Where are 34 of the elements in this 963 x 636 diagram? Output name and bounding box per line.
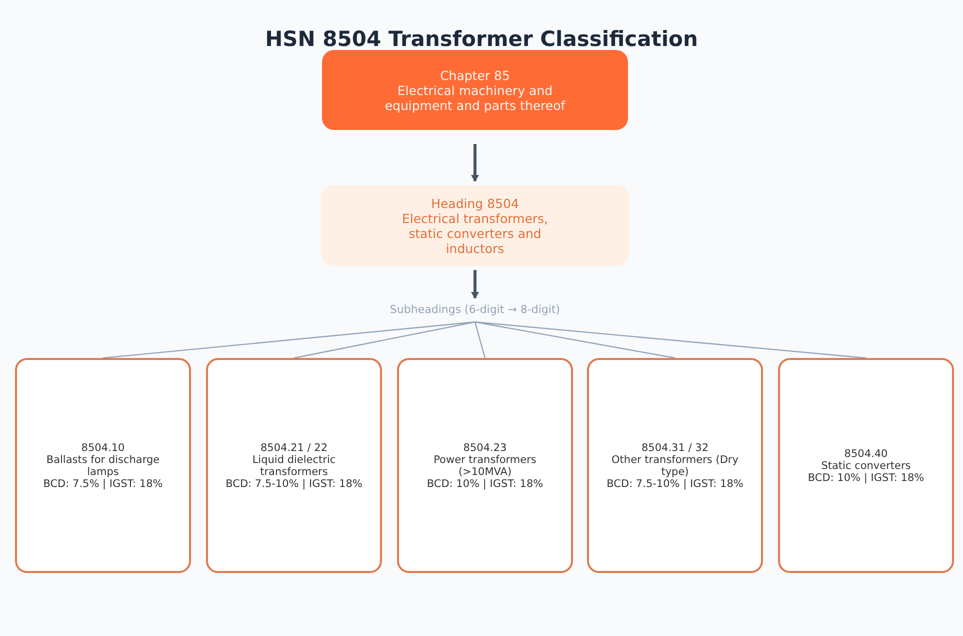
node-title: 8504.31 / 32 — [642, 442, 708, 454]
arrow — [471, 144, 479, 182]
node-text: Other transformers (Dry type) — [610, 454, 740, 478]
node-text: BCD: 10% | IGST: 18% — [426, 478, 544, 490]
node-text: BCD: 7.5-10% | IGST: 18% — [606, 478, 744, 490]
node-text: BCD: 10% | IGST: 18% — [808, 472, 924, 484]
node-text: BCD: 7.5% | IGST: 18% — [43, 478, 163, 490]
node-text: Electrical machinery and equipment and parts thereof — [384, 82, 566, 112]
node-title: Chapter 85 — [440, 68, 510, 82]
node-title: 8504.10 — [81, 442, 125, 454]
node-title: 8504.21 / 22 — [260, 442, 328, 454]
node-title: 8504.23 — [463, 442, 507, 454]
connector-line — [102, 321, 476, 359]
node-text: Ballasts for discharge lamps — [45, 454, 161, 478]
node-text: BCD: 7.5-10% | IGST: 18% — [226, 478, 362, 490]
node-text: Electrical transformers, static converters and inductors — [401, 210, 549, 256]
connector-line — [474, 321, 676, 359]
diagram-title: HSN 8504 Transformer Classification — [264, 26, 699, 53]
node-title: 8504.40 — [844, 448, 888, 460]
chapter-box — [322, 50, 628, 130]
subheading-card — [397, 358, 573, 573]
connector-line — [294, 321, 476, 359]
node-title: Subheadings (6-digit → 8-digit) — [390, 302, 560, 318]
node-text: Static converters — [821, 460, 911, 472]
subheading-card — [206, 358, 382, 573]
subheading-card — [15, 358, 191, 573]
subheading-card — [587, 358, 763, 573]
connector-line — [474, 321, 866, 359]
node-title: Heading 8504 — [431, 196, 519, 210]
connector-line — [474, 322, 486, 358]
subheading-card — [778, 358, 954, 573]
arrow — [471, 270, 479, 299]
node-text: Power transformers (>10MVA) — [432, 454, 538, 478]
node-text: Liquid dielectric transformers — [251, 454, 337, 478]
